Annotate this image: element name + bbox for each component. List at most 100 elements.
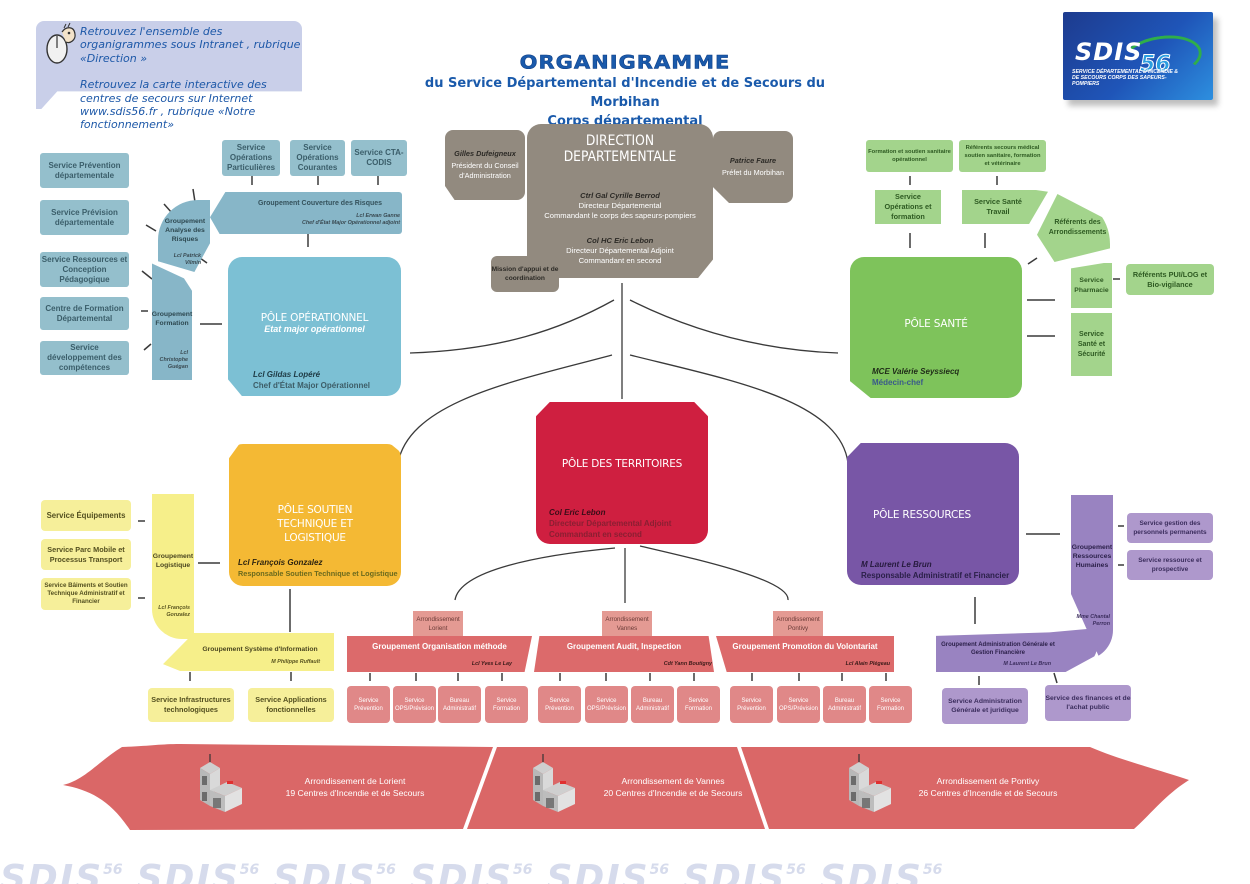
watermark-text: SDIS bbox=[683, 858, 787, 884]
service-batiments-soutien-technique[interactable]: Service Bâiments et Soutien Technique Ad… bbox=[41, 578, 131, 610]
pole-ressources-box[interactable] bbox=[847, 443, 1019, 585]
pole-territoires-box[interactable] bbox=[536, 402, 708, 544]
service-cta-codis[interactable]: Service CTA-CODIS bbox=[351, 140, 407, 176]
lorient-service-ops-prevision[interactable]: Service OPS/Prévision bbox=[393, 686, 436, 723]
lorient-service-prevention[interactable]: Service Prévention bbox=[347, 686, 390, 723]
groupement-formation-label: Groupement Formation bbox=[151, 311, 193, 327]
president-role: Président du Conseil d'Administration bbox=[451, 161, 519, 180]
pole-soutien-person-block: Lcl François Gonzalez Responsable Soutie… bbox=[238, 557, 401, 579]
deputy-name: Col HC Eric Lebon bbox=[586, 236, 654, 245]
groupement-administration-generale[interactable] bbox=[936, 628, 1098, 672]
vannes-service-prevention[interactable]: Service Prévention bbox=[538, 686, 581, 723]
centre-formation-departemental[interactable]: Centre de Formation Départemental bbox=[40, 297, 129, 330]
arrondissement-tag-vannes[interactable]: Arrondissement Vannes bbox=[602, 611, 652, 636]
service-finances-achat-public[interactable]: Service des finances et de l'achat publi… bbox=[1045, 685, 1131, 721]
deputy-role-1: Directeur Départemental Adjoint bbox=[566, 246, 674, 255]
referents-pui-log-biovigilance[interactable]: Référents PUI/LOG et Bio-vigilance bbox=[1126, 264, 1214, 295]
service-prevision-departementale[interactable]: Service Prévision départementale bbox=[40, 200, 129, 235]
pole-soutien-box[interactable] bbox=[229, 444, 401, 586]
arrondissement-pontivy-centres: 26 Centres d'Incendie et de Secours bbox=[918, 788, 1058, 798]
service-applications-fonctionnelles[interactable]: Service Applications fonctionnelles bbox=[248, 688, 334, 722]
groupement-audit-inspection[interactable] bbox=[534, 636, 714, 672]
lorient-service-formation[interactable]: Service Formation bbox=[485, 686, 528, 723]
pontivy-service-formation[interactable]: Service Formation bbox=[869, 686, 912, 723]
groupement-si-label: Groupement Système d'Information bbox=[202, 646, 318, 653]
service-operations-formation[interactable]: Service Opérations et formation bbox=[875, 190, 941, 224]
arrondissement-pontivy-name: Arrondissement de Pontivy bbox=[936, 776, 1040, 786]
arrondissement-lorient-label[interactable]: Arrondissement de Lorient 19 Centres d'I… bbox=[265, 775, 445, 799]
service-equipements[interactable]: Service Équipements bbox=[41, 500, 131, 531]
groupement-organisation-person: Lcl Yves Le Lay bbox=[471, 661, 512, 667]
watermark-text: SDIS bbox=[273, 858, 377, 884]
groupement-organisation-label: Groupement Organisation méthode bbox=[372, 642, 507, 651]
service-pharmacie[interactable]: Service Pharmacie bbox=[1071, 263, 1112, 308]
groupement-analyse-label: Groupement Analyse des Risques bbox=[164, 218, 206, 243]
pole-soutien-person: Lcl François Gonzalez bbox=[238, 558, 323, 567]
formation-soutien-sanitaire[interactable]: Formation et soutien sanitaire opération… bbox=[866, 140, 953, 172]
service-operations-courantes[interactable]: Service Opérations Courantes bbox=[290, 140, 345, 176]
groupement-formation[interactable] bbox=[152, 263, 192, 380]
service-prevention-departementale[interactable]: Service Prévention départementale bbox=[40, 153, 129, 188]
vannes-bureau-administratif[interactable]: Bureau Administratif bbox=[631, 686, 674, 723]
pontivy-service-prevention[interactable]: Service Prévention bbox=[730, 686, 773, 723]
watermark-sup: 56 bbox=[786, 862, 806, 878]
arrondissement-lorient-name: Arrondissement de Lorient bbox=[304, 776, 406, 786]
deputy-block: Col HC Eric Lebon Directeur Départementa… bbox=[527, 236, 713, 266]
service-operations-particulieres[interactable]: Service Opérations Particulières bbox=[222, 140, 280, 176]
president-box[interactable]: Gilles Dufeigneux Président du Conseil d… bbox=[445, 130, 525, 200]
info-internet-text: Retrouvez la carte interactive des centr… bbox=[80, 78, 267, 132]
pole-soutien-title: PÔLE SOUTIEN TECHNIQUE ET LOGISTIQUE bbox=[277, 504, 353, 544]
groupement-promotion-volontariat[interactable] bbox=[716, 636, 894, 672]
pole-operationnel-heading: PÔLE OPÉRATIONNEL Etat major opérationne… bbox=[228, 312, 401, 334]
service-administration-generale-juridique[interactable]: Service Administration Générale et jurid… bbox=[942, 688, 1028, 724]
pole-operationnel-subtitle: Etat major opérationnel bbox=[264, 324, 365, 334]
prefet-box[interactable]: Patrice Faure Préfet du Morbihan bbox=[713, 131, 793, 203]
logo-caption: SERVICE DÉPARTEMENTAL D'INCENDIE & DE SE… bbox=[1072, 69, 1179, 87]
pole-sante-title: PÔLE SANTÉ bbox=[904, 318, 968, 330]
pole-operationnel-role: Chef d'État Major Opérationnel bbox=[253, 381, 371, 390]
mission-appui-box[interactable]: Mission d'appui et de coordination bbox=[491, 256, 559, 292]
groupement-promotion-person: Lcl Alain Plégeau bbox=[845, 661, 890, 667]
groupement-formation-person: Lcl Christophe Guégan bbox=[159, 350, 188, 370]
service-developpement-competences[interactable]: Service développement des compétences bbox=[40, 341, 129, 375]
lorient-bureau-administratif[interactable]: Bureau Administratif bbox=[438, 686, 481, 723]
groupement-logistique[interactable] bbox=[152, 494, 194, 639]
groupement-organisation-methode[interactable] bbox=[347, 636, 532, 672]
service-infrastructures-technologiques[interactable]: Service Infrastructures technologiques bbox=[148, 688, 234, 722]
page-title: ORGANIGRAMME bbox=[519, 51, 731, 73]
service-ressources-conception-pedagogique[interactable]: Service Ressources et Conception Pédagog… bbox=[40, 252, 129, 287]
fire-station-icon-lorient bbox=[200, 754, 242, 812]
groupement-systeme-information[interactable] bbox=[163, 633, 334, 671]
pole-ressources-person: M Laurent Le Brun bbox=[861, 560, 932, 569]
groupement-admin-label: Groupement Administration Générale et Ge… bbox=[941, 642, 1055, 656]
pole-sante-person: MCE Valérie Seyssiecq bbox=[872, 367, 960, 376]
pole-operationnel-box[interactable] bbox=[228, 257, 401, 396]
service-gestion-personnels-permanents[interactable]: Service gestion des personnels permanent… bbox=[1127, 513, 1213, 543]
arrondissement-pontivy-label[interactable]: Arrondissement de Pontivy 26 Centres d'I… bbox=[898, 775, 1078, 799]
pole-territoires-role-2: Commandant en second bbox=[549, 530, 642, 539]
groupement-logistique-label: Groupement Logistique bbox=[152, 553, 194, 569]
service-sante-securite[interactable]: Service Santé et Sécurité bbox=[1071, 313, 1112, 376]
pole-soutien-role: Responsable Soutien Technique et Logisti… bbox=[238, 569, 398, 578]
logo-number: 56 bbox=[1140, 52, 1172, 78]
pontivy-service-ops-prevision[interactable]: Service OPS/Prévision bbox=[777, 686, 820, 723]
groupement-couverture-risques[interactable] bbox=[210, 192, 402, 234]
arrondissement-tag-pontivy[interactable]: Arrondissement Pontivy bbox=[773, 611, 823, 636]
watermark-text: SDIS bbox=[409, 858, 514, 884]
pole-ressources-person-block: M Laurent Le Brun Responsable Administra… bbox=[861, 559, 1019, 581]
groupement-rh-label: Groupement Ressources Humaines bbox=[1071, 544, 1113, 569]
arrondissement-lorient-centres: 19 Centres d'Incendie et de Secours bbox=[285, 788, 425, 798]
direction-box[interactable] bbox=[527, 124, 713, 278]
pole-sante-box[interactable] bbox=[850, 257, 1022, 398]
arrondissement-vannes-label[interactable]: Arrondissement de Vannes 20 Centres d'In… bbox=[583, 775, 763, 799]
pole-operationnel-person: Lcl Gildas Lopéré bbox=[253, 370, 321, 379]
prefet-role: Préfet du Morbihan bbox=[721, 168, 785, 177]
referents-secours-medical[interactable]: Référents secours médical soutien sanita… bbox=[959, 140, 1046, 172]
arrondissement-tag-lorient[interactable]: Arrondissement Lorient bbox=[413, 611, 463, 637]
pontivy-bureau-administratif[interactable]: Bureau Administratif bbox=[823, 686, 866, 723]
vannes-service-formation[interactable]: Service Formation bbox=[677, 686, 720, 723]
vannes-service-ops-prevision[interactable]: Service OPS/Prévision bbox=[585, 686, 628, 723]
service-parc-mobile[interactable]: Service Parc Mobile et Processus Transpo… bbox=[41, 539, 131, 570]
service-ressource-prospective[interactable]: Service ressource et prospective bbox=[1127, 550, 1213, 580]
sdis56-logo bbox=[1063, 12, 1213, 100]
